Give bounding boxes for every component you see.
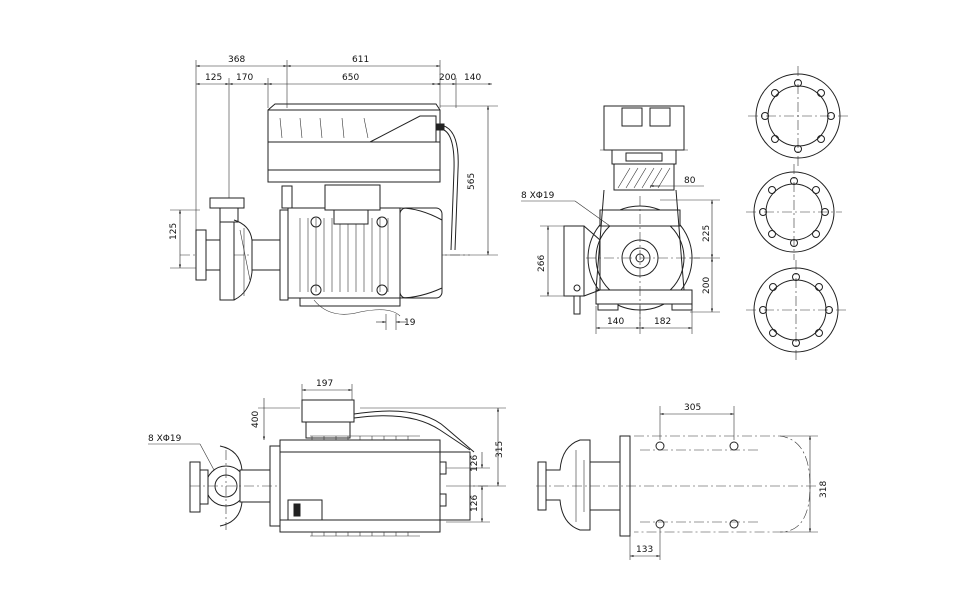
dim-hole-spacing: 305 [684, 403, 701, 413]
flange-circle-3 [746, 260, 846, 360]
flange-circle-1 [748, 66, 848, 166]
dim-flange-offset: 125 [205, 73, 222, 83]
top-fin-marks [311, 436, 409, 536]
side-terminal-box [563, 225, 585, 297]
dim-overall-left: 368 [228, 55, 245, 65]
top-bolt-note: 8 XΦ19 [148, 434, 182, 444]
dim-bottom-offset: 126 [470, 495, 480, 512]
side-view: 8 XΦ19 80 225 200 266 140 182 [521, 105, 720, 334]
dim-overall-right: 611 [352, 55, 369, 65]
dim-cable-offset: 126 [470, 455, 480, 472]
inlet-flange [195, 229, 207, 281]
dim-box-offset: 400 [251, 411, 261, 428]
dim-base-left: 140 [607, 317, 624, 327]
dim-lower-height: 200 [702, 277, 712, 294]
motor-fins [299, 218, 389, 292]
side-bolt-note: 8 XΦ19 [521, 191, 555, 201]
dim-pipe-height: 125 [169, 223, 179, 240]
dim-fan-offset: 80 [684, 176, 696, 186]
flange-patterns [746, 66, 848, 360]
top-view: 197 400 8 XΦ19 [148, 379, 506, 537]
dim-pump-length: 170 [236, 73, 253, 83]
control-box [267, 109, 441, 183]
front-view: 368 611 125 170 650 200 140 565 125 [169, 55, 498, 330]
dim-upper-height: 225 [702, 225, 712, 242]
dim-box-width: 197 [316, 379, 333, 389]
dim-foot-offset-base: 133 [636, 545, 653, 555]
side-control-box [603, 105, 685, 151]
flange-circle-2 [746, 164, 842, 260]
base-view: 305 318 133 [536, 403, 829, 560]
top-control-box [301, 399, 355, 423]
dim-total-height: 565 [467, 173, 477, 190]
dim-half-width: 315 [495, 441, 505, 458]
dim-base-right: 182 [654, 317, 671, 327]
dim-motor-length: 650 [342, 73, 359, 83]
dim-box-right: 140 [464, 73, 481, 83]
dim-box-overhang: 200 [439, 73, 456, 83]
fan-cover [617, 167, 671, 189]
dim-left-height: 266 [537, 255, 547, 272]
dim-foot-offset: 19 [404, 318, 416, 328]
dim-base-width: 318 [819, 481, 829, 498]
